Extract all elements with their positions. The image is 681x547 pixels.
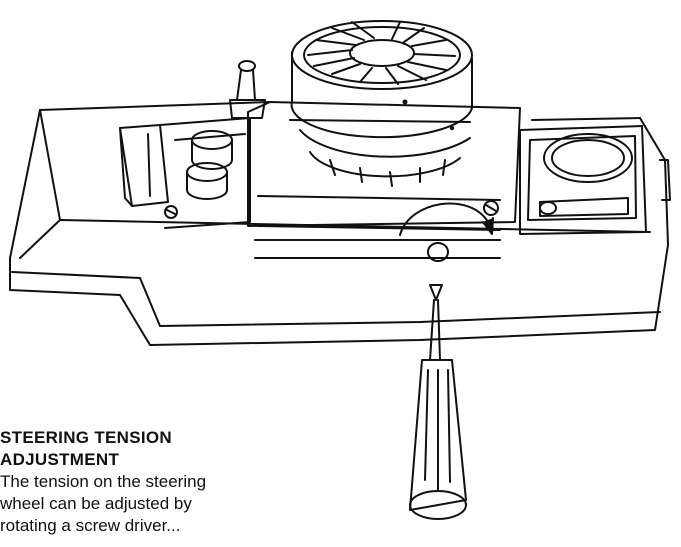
post-pin	[229, 60, 266, 119]
caption-title-line: STEERING TENSION	[0, 428, 172, 447]
caption-body: The tension on the steering wheel can be…	[0, 471, 330, 537]
base-housing	[9, 101, 671, 346]
caption-body-line: rotating a screw driver...	[0, 516, 181, 535]
rotation-arrow	[399, 200, 499, 236]
right-lens-housing	[519, 117, 647, 235]
caption-title-line: ADJUSTMENT	[0, 450, 120, 469]
caption-body-line: wheel can be adjusted by	[0, 494, 192, 513]
adjustment-screw	[254, 239, 501, 262]
caption-body-line: The tension on the steering	[0, 472, 207, 491]
left-raised-block	[119, 124, 169, 207]
steering-wheel-assembly	[247, 20, 521, 231]
caption-block: STEERING TENSION ADJUSTMENT The tension …	[0, 427, 330, 537]
screwdriver	[409, 284, 467, 520]
caption-title: STEERING TENSION ADJUSTMENT	[0, 427, 330, 471]
left-plate	[159, 117, 251, 229]
